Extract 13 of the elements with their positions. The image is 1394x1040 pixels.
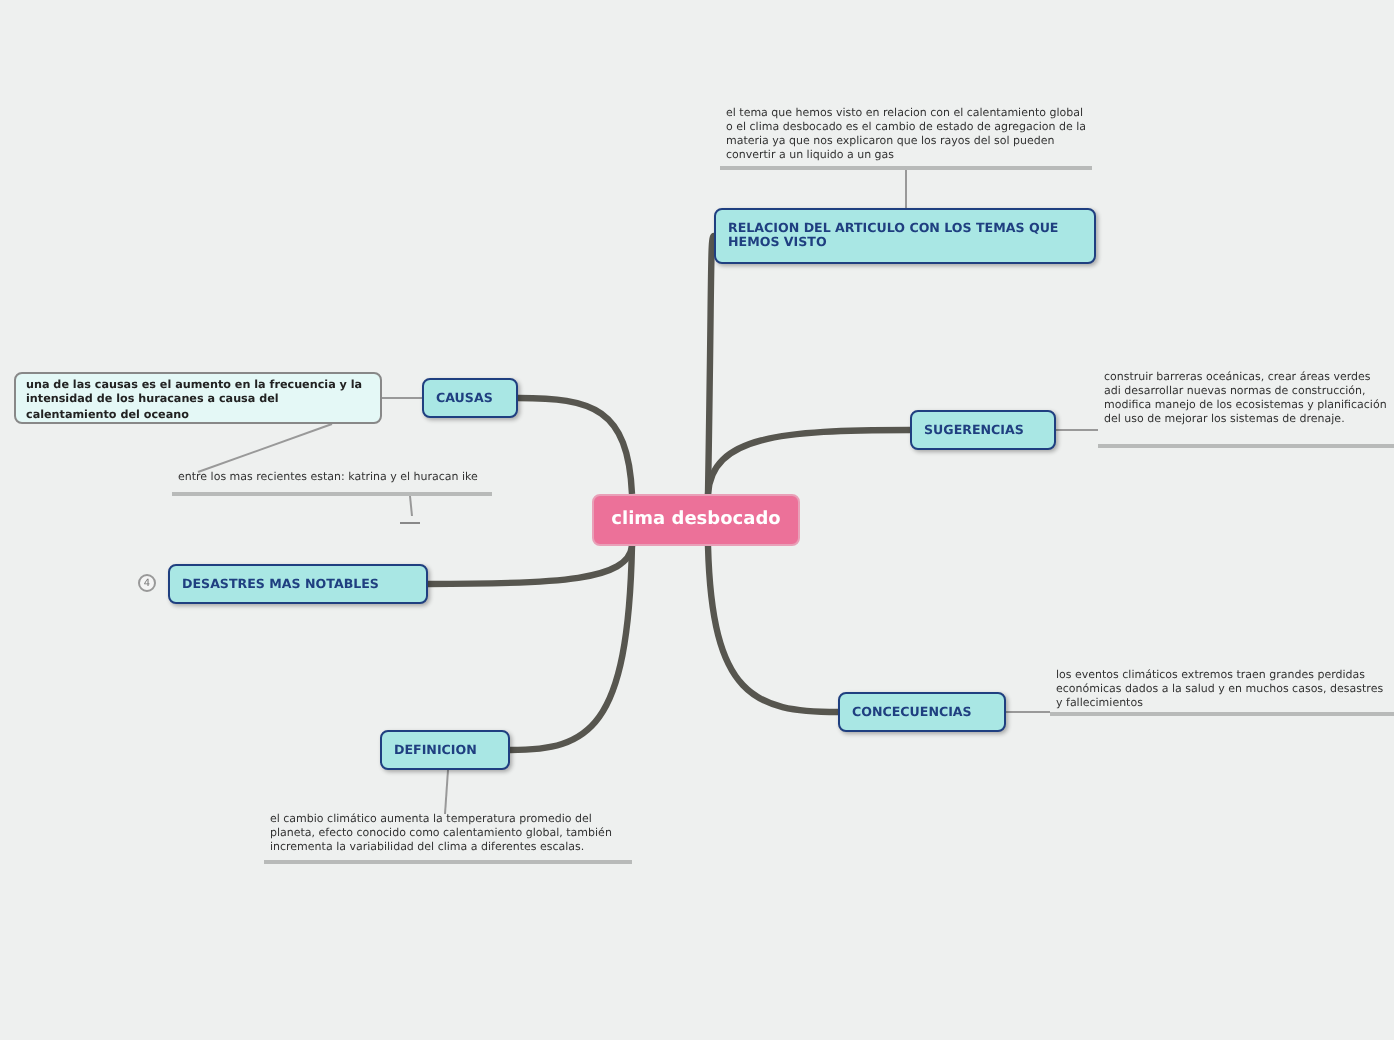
connector-line xyxy=(381,397,423,399)
connector-line xyxy=(1055,429,1099,431)
connector-line xyxy=(1005,711,1051,713)
branch-connector xyxy=(517,394,636,495)
branch-connector xyxy=(704,426,910,495)
central-topic-box: clima desbocado xyxy=(592,494,800,546)
branch-connector xyxy=(509,545,636,754)
bar-node xyxy=(400,516,420,524)
connector-line xyxy=(409,495,413,517)
branch-connector xyxy=(704,545,839,716)
connector-line xyxy=(905,169,907,209)
connector-line xyxy=(444,769,449,815)
connector-line xyxy=(197,423,333,473)
